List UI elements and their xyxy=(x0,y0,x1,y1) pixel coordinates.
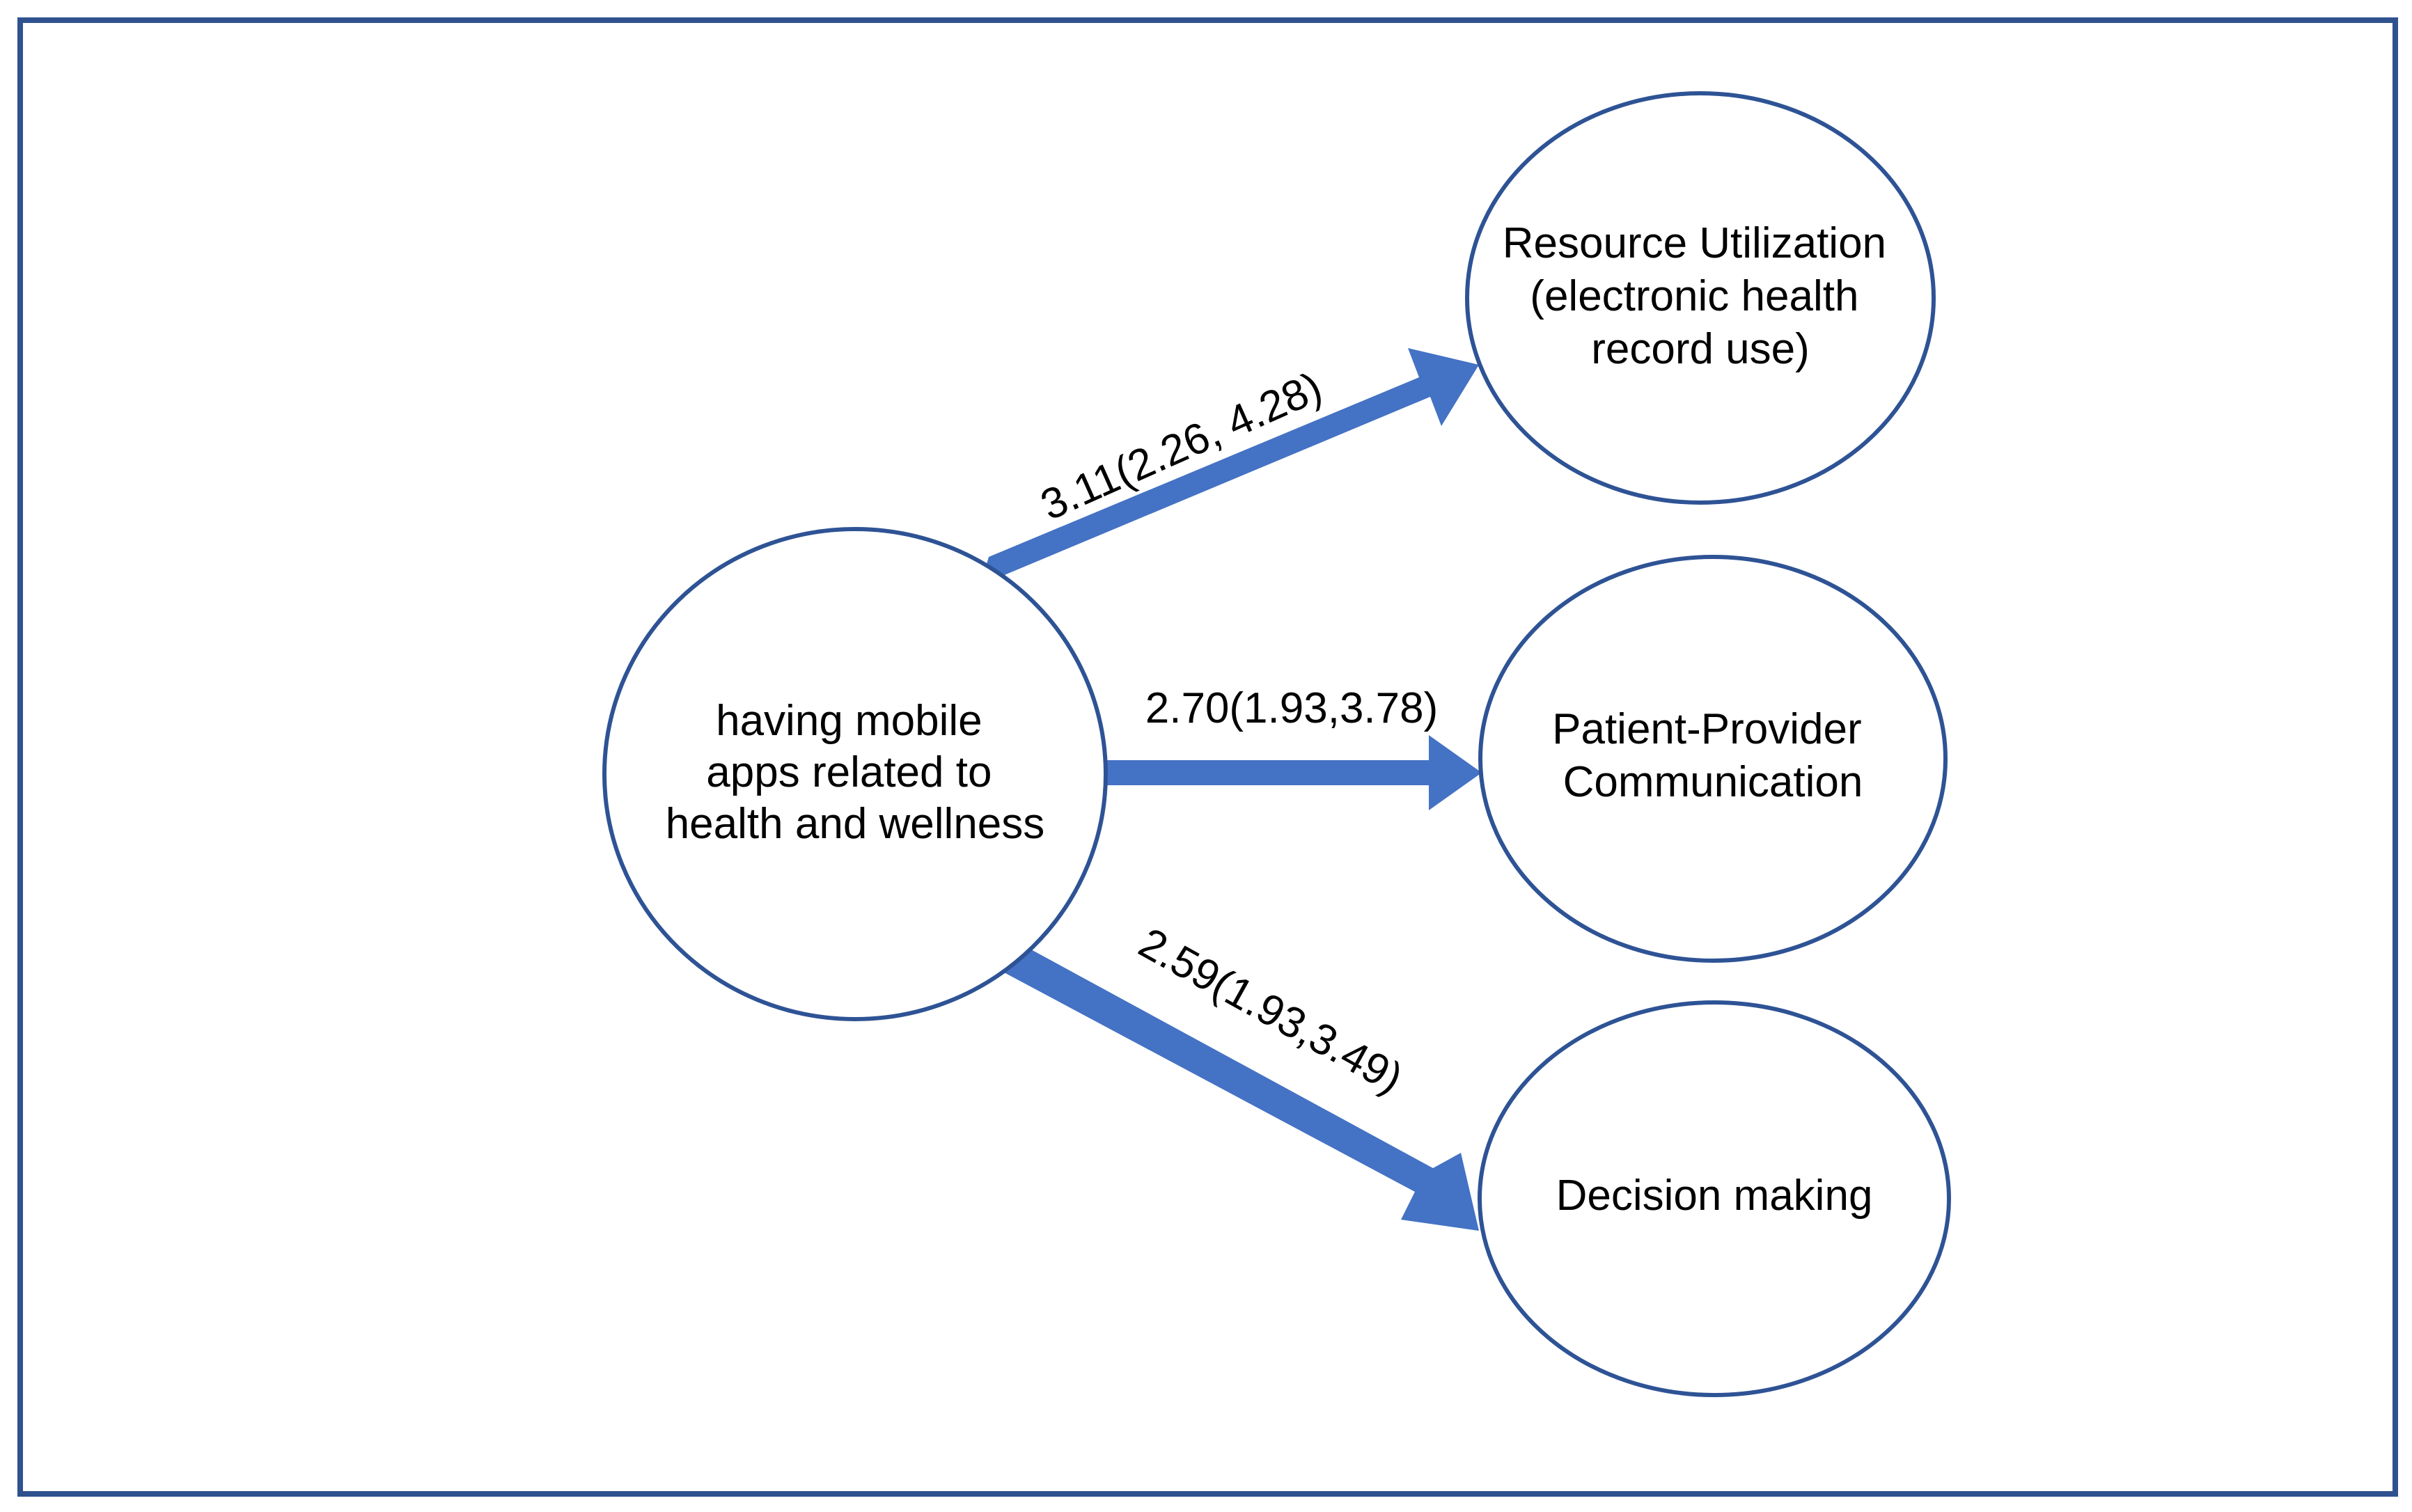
node-exposure-line-2: apps related to xyxy=(706,748,992,796)
node-decision-making-shape[interactable] xyxy=(1478,1000,1951,1397)
edge-decision-making xyxy=(985,936,1479,1231)
node-patient-provider-communication-label: Patient-Provider Communication xyxy=(1552,705,1874,806)
node-exposure-line-3: health and wellness xyxy=(666,800,1045,848)
edge-label-decision-making: 2.59(1.93,3.49) xyxy=(1131,919,1410,1103)
node-decision-making[interactable]: Decision making xyxy=(1478,1000,1951,1397)
node-resource-utilization-shape[interactable] xyxy=(1465,91,1936,505)
node-decision-making-line-1: Decision making xyxy=(1556,1172,1873,1220)
edge-patient-provider-communication-arrow xyxy=(1106,735,1482,810)
node-resource-utilization-label: Resource Utilization (electronic health … xyxy=(1503,219,1899,373)
node-patient-provider-communication-line-2: Communication xyxy=(1563,758,1863,806)
edge-label-patient-provider-communication: 2.70(1.93,3.78) xyxy=(1145,684,1439,732)
node-exposure-label: having mobile apps related to health and… xyxy=(666,697,1045,848)
node-exposure-line-1: having mobile xyxy=(716,697,982,745)
node-patient-provider-communication-line-1: Patient-Provider xyxy=(1552,705,1862,753)
node-resource-utilization-line-1: Resource Utilization xyxy=(1503,219,1886,267)
node-resource-utilization-line-3: record use) xyxy=(1591,325,1810,373)
edge-patient-provider-communication xyxy=(1106,735,1482,810)
node-patient-provider-communication-shape[interactable] xyxy=(1478,555,1948,963)
node-exposure[interactable]: having mobile apps related to health and… xyxy=(602,527,1108,1021)
edge-decision-making-arrow xyxy=(985,936,1479,1231)
figure-border xyxy=(17,17,2398,1497)
edge-resource-utilization-arrow xyxy=(984,348,1479,578)
node-patient-provider-communication[interactable]: Patient-Provider Communication xyxy=(1478,555,1948,963)
node-decision-making-label: Decision making xyxy=(1556,1172,1873,1220)
node-resource-utilization[interactable]: Resource Utilization (electronic health … xyxy=(1465,91,1936,505)
node-exposure-shape[interactable] xyxy=(602,527,1108,1021)
node-resource-utilization-line-2: (electronic health xyxy=(1530,272,1858,320)
edge-resource-utilization xyxy=(984,348,1479,578)
